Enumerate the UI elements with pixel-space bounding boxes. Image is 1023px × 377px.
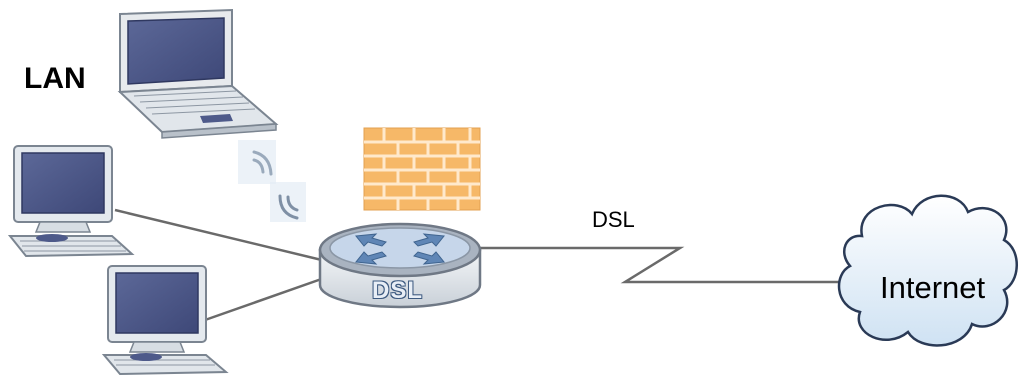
laptop-icon <box>117 8 279 139</box>
dsl-router-icon <box>318 222 482 309</box>
link-desktop-bottom-router <box>204 274 331 322</box>
internet-label: Internet <box>880 270 986 305</box>
lan-label: LAN <box>24 62 86 95</box>
wireless-signal-icon <box>238 140 306 222</box>
link-desktop-top-router <box>114 208 331 264</box>
desktop-computer-icon <box>101 265 229 376</box>
internet-cloud-icon <box>837 194 1018 347</box>
firewall-icon <box>363 127 481 211</box>
dsl-link-label: DSL <box>592 207 635 232</box>
dsl-line <box>478 246 848 284</box>
desktop-computer-icon <box>7 145 135 258</box>
router-label: DSL <box>372 277 423 304</box>
connection-links <box>114 208 848 322</box>
